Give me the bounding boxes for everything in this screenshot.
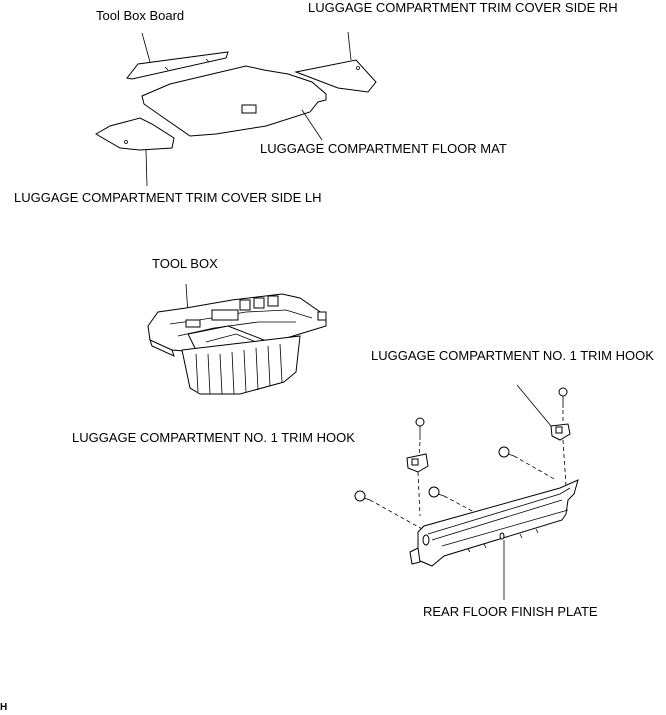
label-trim-cover-side-lh: LUGGAGE COMPARTMENT TRIM COVER SIDE LH <box>14 190 322 205</box>
trim-hook-left <box>406 453 429 473</box>
label-tool-box: TOOL BOX <box>152 256 218 271</box>
luggage-floor-mat <box>141 65 327 141</box>
label-trim-hook-right: LUGGAGE COMPARTMENT NO. 1 TRIM HOOK <box>371 348 654 363</box>
label-floor-mat: LUGGAGE COMPARTMENT FLOOR MAT <box>260 141 507 156</box>
trim-hook-right <box>550 423 571 441</box>
label-trim-hook-left: LUGGAGE COMPARTMENT NO. 1 TRIM HOOK <box>72 430 355 445</box>
trim-cover-side-rh <box>294 31 377 93</box>
label-trim-cover-side-rh: LUGGAGE COMPARTMENT TRIM COVER SIDE RH <box>308 0 618 15</box>
label-tool-box-board: Tool Box Board <box>96 8 185 23</box>
clip-right <box>498 446 515 458</box>
tool-box <box>147 283 327 395</box>
trim-cover-side-lh <box>95 117 175 187</box>
clip-left <box>354 490 371 502</box>
clip-center <box>428 486 445 498</box>
tool-box-board <box>126 32 229 80</box>
hook-right-leader <box>516 384 552 427</box>
screw-left-top <box>415 417 425 440</box>
rear-floor-finish-plate <box>409 479 579 600</box>
label-rear-floor-finish-plate: REAR FLOOR FINISH PLATE <box>423 604 598 619</box>
corner-mark: H <box>0 702 8 713</box>
screw-right-top <box>558 387 568 408</box>
